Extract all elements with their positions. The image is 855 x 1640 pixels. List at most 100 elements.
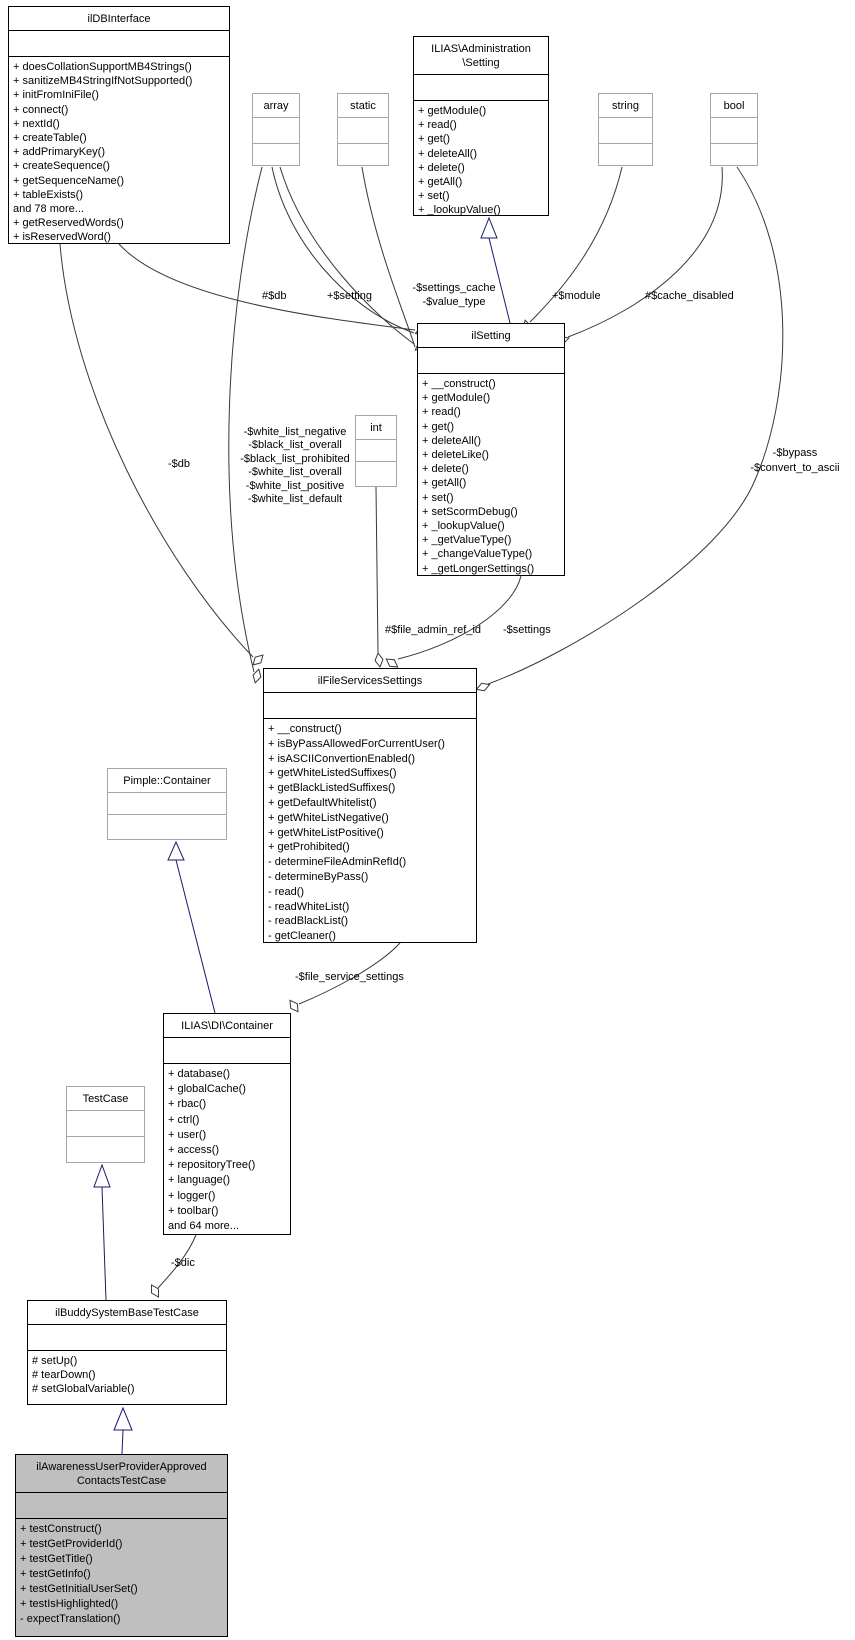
method-line: # tearDown() bbox=[32, 1369, 96, 1382]
edge-dicontainer-inherits-pimple bbox=[175, 859, 216, 1014]
method-line: + read() bbox=[418, 119, 457, 132]
type-title-line: bool bbox=[723, 100, 745, 112]
class-title-line: ilAwarenessUserProviderApproved bbox=[36, 1461, 207, 1473]
class-title: ILIAS\DI\Container bbox=[164, 1014, 290, 1037]
method-line: and 78 more... bbox=[13, 203, 84, 216]
edge-label-line: -$settings_cache bbox=[412, 282, 496, 294]
type-title: Pimple::Container bbox=[108, 769, 226, 792]
method-line: + testGetInfo() bbox=[20, 1568, 91, 1580]
class-title-line: ilDBInterface bbox=[87, 13, 151, 25]
class-title-line: ilSetting bbox=[471, 330, 511, 342]
method-line: + addPrimaryKey() bbox=[13, 146, 106, 159]
method-line: + doesCollationSupportMB4Strings() bbox=[13, 61, 192, 73]
class-box-ildbinterface[interactable]: ilDBInterface + doesCollationSupportMB4S… bbox=[8, 6, 230, 244]
aggregation-diamond bbox=[374, 652, 384, 668]
type-box-testcase: TestCase bbox=[66, 1086, 145, 1163]
type-title: static bbox=[338, 94, 388, 117]
method-line: + testIsHighlighted() bbox=[20, 1598, 119, 1610]
method-line: + getReservedWords() bbox=[13, 217, 124, 230]
edge-label-line: -$white_list_overall bbox=[248, 466, 342, 479]
method-line: and 64 more... bbox=[168, 1220, 239, 1233]
method-line: + getModule() bbox=[422, 392, 491, 405]
type-box-array: array bbox=[252, 93, 300, 166]
type-methods-empty bbox=[599, 143, 652, 166]
edge-label-file-admin-ref-id: #$file_admin_ref_id bbox=[385, 624, 482, 636]
class-box-ilsetting[interactable]: ilSetting + __construct()+ getModule()+ … bbox=[417, 323, 565, 576]
method-line: + getWhiteListedSuffixes() bbox=[268, 767, 397, 780]
edge-label-line: -$black_list_prohibited bbox=[240, 452, 350, 465]
aggregation-diamond bbox=[289, 999, 299, 1013]
method-line: + _getValueType() bbox=[422, 534, 512, 547]
type-box-pimple-container: Pimple::Container bbox=[107, 768, 227, 840]
method-line: + access() bbox=[168, 1144, 220, 1157]
type-attributes-empty bbox=[356, 439, 396, 461]
type-box-static: static bbox=[337, 93, 389, 166]
method-line: + isASCIIConvertionEnabled() bbox=[268, 752, 416, 765]
aggregation-diamond bbox=[252, 654, 264, 666]
class-box-ilias-administration-setting[interactable]: ILIAS\Administration\Setting + getModule… bbox=[413, 36, 549, 216]
method-line: + getModule() bbox=[418, 105, 487, 117]
method-line: + tableExists() bbox=[13, 188, 83, 201]
method-line: + testGetInitialUserSet() bbox=[20, 1583, 138, 1595]
method-line: + read() bbox=[422, 406, 461, 419]
method-line: + getSequenceName() bbox=[13, 174, 124, 187]
method-line: + sanitizeMB4StringIfNotSupported() bbox=[13, 75, 193, 88]
method-line: + testGetTitle() bbox=[20, 1553, 93, 1565]
class-attributes-empty bbox=[164, 1037, 290, 1063]
method-line: - getCleaner() bbox=[268, 930, 336, 943]
method-line: + language() bbox=[168, 1174, 231, 1187]
inheritance-arrow bbox=[93, 1163, 111, 1188]
type-box-int: int bbox=[355, 415, 397, 487]
edge-label-line: -$white_list_default bbox=[247, 493, 343, 506]
method-line: + set() bbox=[418, 190, 450, 203]
aggregation-diamond bbox=[150, 1284, 160, 1298]
method-line: + nextId() bbox=[13, 117, 60, 130]
method-line: + rbac() bbox=[168, 1098, 207, 1111]
inheritance-arrow bbox=[480, 216, 498, 239]
class-title: ilBuddySystemBaseTestCase bbox=[28, 1301, 226, 1324]
method-line: - determineFileAdminRefId() bbox=[268, 856, 407, 869]
inheritance-arrow bbox=[113, 1406, 133, 1431]
edge-label-line: -$black_list_overall bbox=[248, 439, 342, 452]
type-box-string: string bbox=[598, 93, 653, 166]
class-method-list: + __construct()+ getModule()+ read()+ ge… bbox=[418, 373, 564, 578]
edge-ilsetting-settings bbox=[397, 575, 522, 660]
class-method-list: + getModule()+ read()+ get()+ deleteAll(… bbox=[414, 100, 548, 220]
class-attributes-empty bbox=[418, 347, 564, 373]
method-line: + getBlackListedSuffixes() bbox=[268, 782, 396, 795]
edge-label-line: -$convert_to_ascii bbox=[750, 462, 840, 474]
edge-label-settings-cache: -$settings_cache-$value_type bbox=[398, 281, 510, 309]
edge-array-settings-cache bbox=[279, 166, 415, 345]
edge-buddybase-inherits-testcase bbox=[101, 1186, 107, 1301]
class-title-line: ilBuddySystemBaseTestCase bbox=[55, 1307, 199, 1319]
aggregation-diamond bbox=[252, 668, 262, 684]
method-line: + __construct() bbox=[422, 378, 496, 390]
method-line: - read() bbox=[268, 885, 305, 898]
class-method-list: + __construct()+ isByPassAllowedForCurre… bbox=[264, 718, 476, 946]
class-attributes-empty bbox=[264, 692, 476, 718]
method-line: + deleteAll() bbox=[418, 147, 478, 160]
edge-label-file-service-settings: -$file_service_settings bbox=[295, 971, 404, 983]
class-box-ilfileservicessettings[interactable]: ilFileServicesSettings + __construct()+ … bbox=[263, 668, 477, 943]
method-line: + testGetProviderId() bbox=[20, 1538, 123, 1550]
class-box-ilbuddysystembasetestcase[interactable]: ilBuddySystemBaseTestCase # setUp() # tea… bbox=[27, 1300, 227, 1405]
edge-label-dic: -$dic bbox=[171, 1257, 195, 1269]
method-line: - readWhiteList() bbox=[268, 900, 350, 913]
method-line: # setUp() bbox=[32, 1355, 78, 1367]
edge-label-line: -$white_list_positive bbox=[245, 479, 345, 492]
method-line: + user() bbox=[168, 1128, 207, 1141]
method-line: + deleteLike() bbox=[422, 449, 489, 462]
edge-label-line: -$white_list_negative bbox=[243, 426, 347, 438]
method-line: + createSequence() bbox=[13, 160, 110, 173]
type-title: string bbox=[599, 94, 652, 117]
class-box-ilias-di-container[interactable]: ILIAS\DI\Container + database()+ globalC… bbox=[163, 1013, 291, 1235]
edge-label-bypass: -$bypass-$convert_to_ascii bbox=[735, 446, 855, 476]
method-line: - expectTranslation() bbox=[20, 1613, 121, 1625]
aggregation-diamond bbox=[475, 682, 491, 692]
class-title-line: ilFileServicesSettings bbox=[317, 675, 423, 687]
type-attributes-empty bbox=[338, 117, 388, 143]
class-method-list: # setUp()# tearDown()# setGlobalVariable… bbox=[28, 1350, 226, 1399]
method-line: + delete() bbox=[418, 161, 465, 174]
